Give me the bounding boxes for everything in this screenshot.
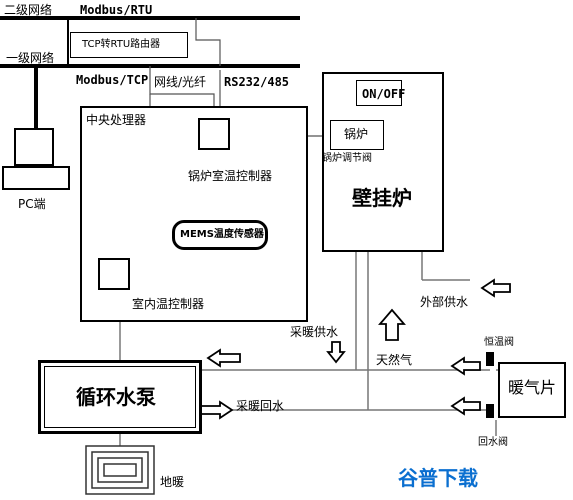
boiler-valve-label: 锅炉调节阀	[322, 153, 372, 164]
router-box	[70, 32, 188, 58]
return-label: 采暖回水	[236, 399, 285, 413]
guolu-box	[330, 120, 384, 150]
guolu-label: 锅炉	[344, 127, 369, 141]
radiator-box	[498, 362, 566, 418]
pump-label: 循环水泵	[76, 385, 156, 409]
const-valve-icon	[486, 352, 494, 366]
boiler-name: 壁挂炉	[352, 186, 412, 210]
floor-heat-label: 地暖	[160, 475, 185, 489]
radiator-arrow-left	[450, 356, 481, 376]
supply-label: 采暖供水	[290, 325, 339, 339]
pc-label: PC端	[18, 197, 46, 211]
const-valve-label: 恒温阀	[484, 337, 514, 348]
cable-label: 网线/光纤	[154, 75, 207, 89]
cpu-label: 中央处理器	[86, 113, 147, 127]
onoff-button	[356, 80, 402, 106]
supply-arrow-left	[206, 348, 241, 368]
watermark: 谷普下载	[398, 466, 478, 490]
modbus-tcp-label: Modbus/TCP	[76, 73, 149, 87]
level2-label: 二级网络	[4, 3, 53, 17]
mems-sensor	[172, 220, 268, 250]
onoff-label: ON/OFF	[362, 87, 406, 101]
serial-line-a	[195, 18, 221, 66]
return-valve-icon	[486, 404, 494, 418]
indoor-controller	[98, 258, 130, 290]
return-valve-label: 回水阀	[478, 437, 508, 448]
supply-arrow-down	[326, 341, 346, 364]
pc-monitor	[14, 128, 54, 166]
gas-label: 天然气	[376, 353, 413, 367]
modbus-rtu-label: Modbus/RTU	[80, 3, 153, 17]
boiler-room-controller-label: 锅炉室温控制器	[188, 169, 273, 183]
radiator-return-arrow-left	[450, 396, 481, 416]
router-label: TCP转RTU路由器	[82, 39, 161, 50]
serial-label: RS232/485	[224, 75, 290, 89]
radiator-label: 暖气片	[508, 378, 557, 397]
mems-label: MEMS温度传感器	[180, 229, 264, 240]
boiler-room-controller	[198, 118, 230, 150]
indoor-controller-label: 室内温控制器	[132, 297, 205, 311]
level1-label: 一级网络	[6, 51, 55, 65]
floor-heat-coil	[85, 445, 155, 495]
external-arrow-left	[480, 278, 511, 298]
pump-inner	[44, 366, 196, 428]
gas-arrow-up	[378, 308, 406, 341]
pc-base	[2, 166, 70, 190]
return-arrow-right	[199, 400, 234, 420]
external-supply-label: 外部供水	[420, 295, 469, 309]
